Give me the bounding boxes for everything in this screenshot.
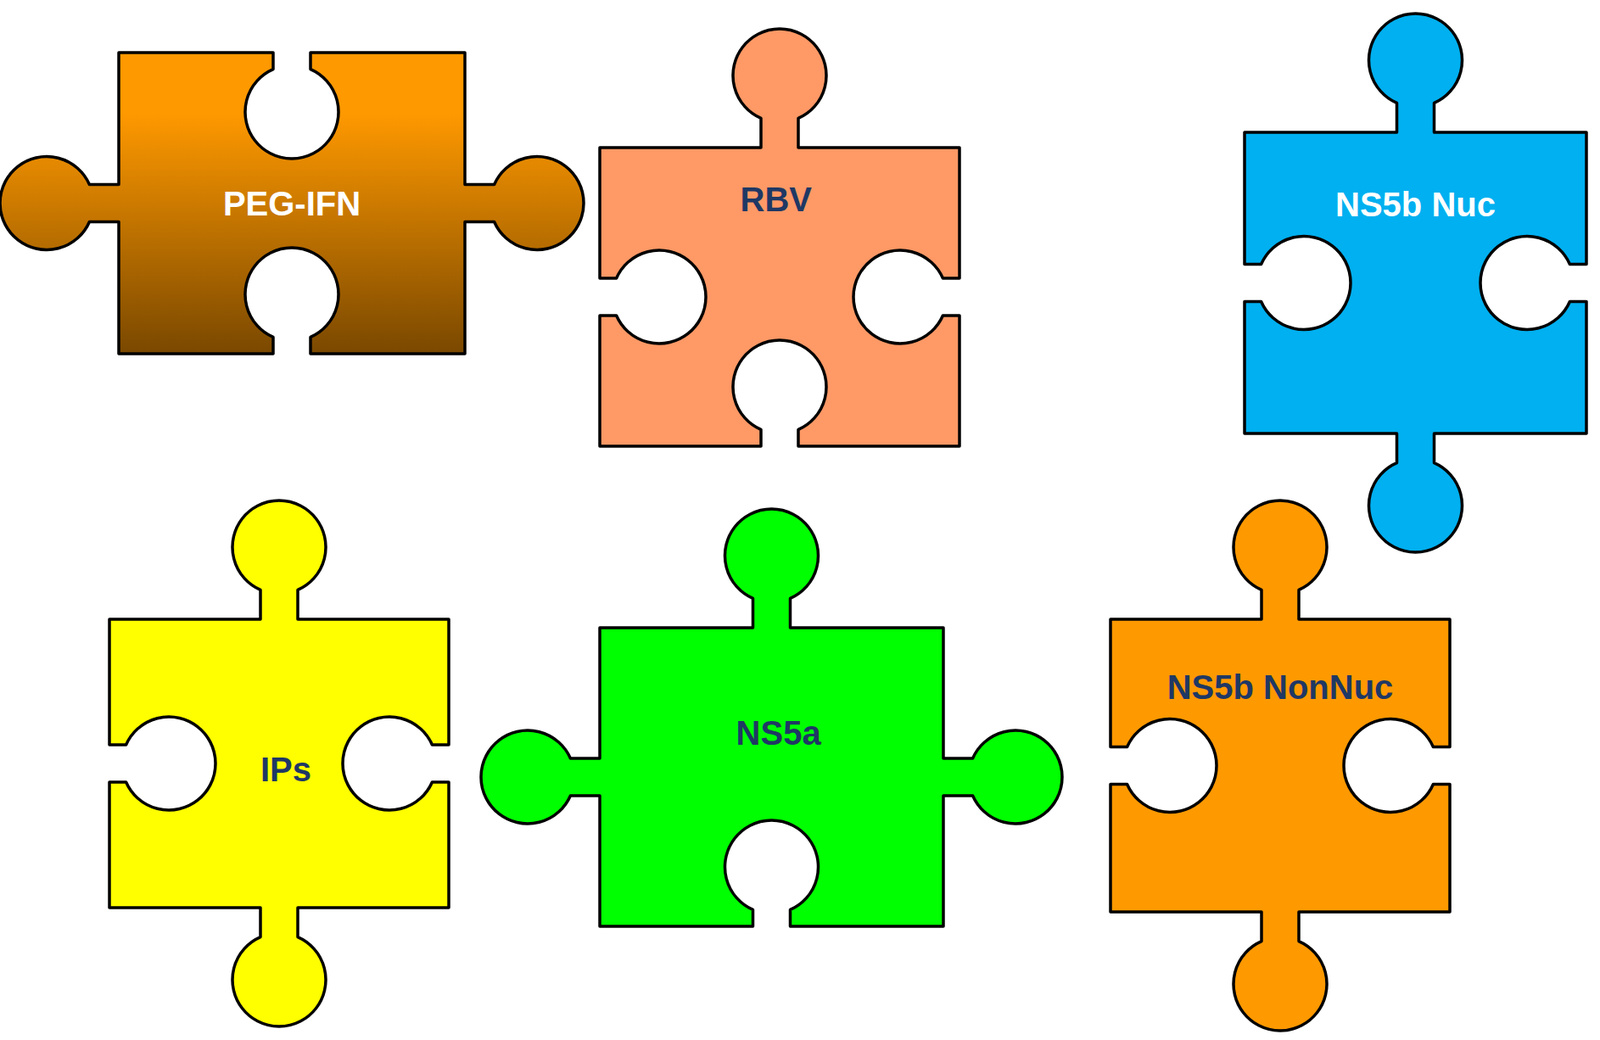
puzzle-outline: [1239, 8, 1592, 558]
puzzle-shape: [0, 52, 584, 354]
piece-label: NS5b NonNuc: [1167, 667, 1394, 707]
puzzle-shape: [1244, 13, 1587, 553]
piece-label: NS5a: [736, 713, 822, 753]
ns5b-nuc-piece: NS5b Nuc: [1239, 8, 1592, 558]
piece-label: IPs: [260, 749, 312, 789]
peg-ifn-piece: PEG-IFN: [0, 47, 589, 359]
ns5a-piece: NS5a: [475, 503, 1068, 932]
piece-label: PEG-IFN: [223, 184, 361, 224]
puzzle-outline: [1105, 495, 1455, 1036]
rbv-piece: RBV: [594, 23, 965, 452]
puzzle-shape: [599, 28, 960, 447]
puzzle-shape: [481, 509, 1063, 927]
ns5b-nonnuc-piece: NS5b NonNuc: [1105, 495, 1455, 1036]
puzzle-shape: [1110, 500, 1450, 1031]
puzzle-shape: [109, 500, 449, 1027]
piece-label: RBV: [740, 179, 812, 219]
ips-piece: IPs: [104, 495, 454, 1032]
piece-label: NS5b Nuc: [1335, 184, 1496, 224]
puzzle-outline: [594, 23, 965, 452]
